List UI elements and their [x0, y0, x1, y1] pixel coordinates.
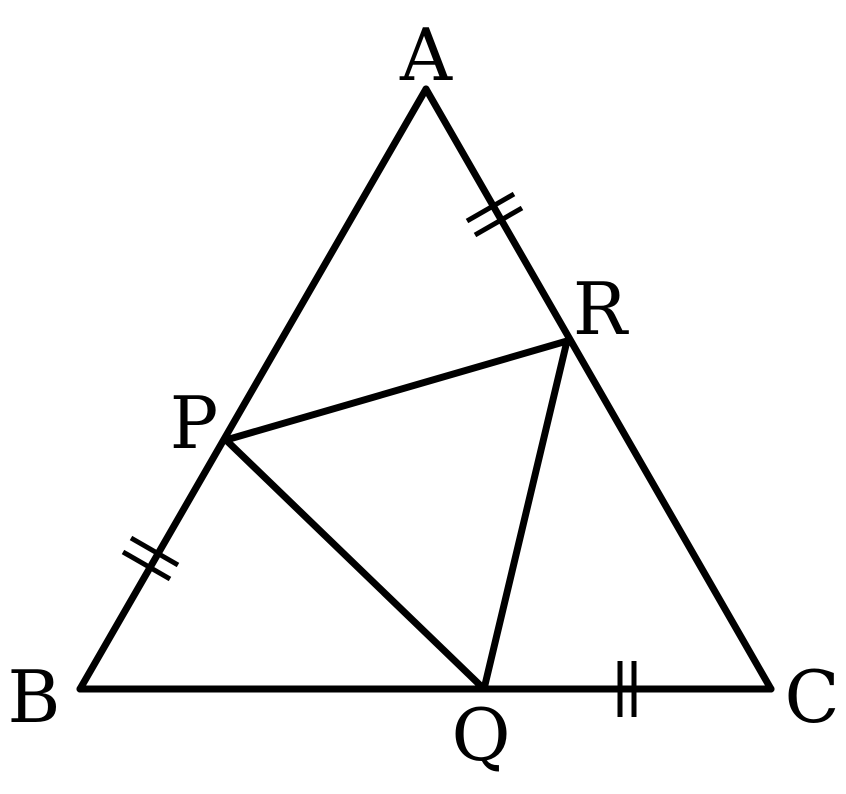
side-ab: [76, 85, 430, 693]
tick-mark-cq: [617, 661, 637, 717]
side-ca: [422, 85, 775, 693]
tick-mark-ar: [465, 191, 524, 238]
segment-qr: [480, 337, 571, 693]
vertex-label-b: B: [8, 655, 61, 739]
segment-rp: [222, 337, 571, 444]
vertex-label-q: Q: [451, 693, 510, 777]
vertex-label-r: R: [573, 267, 629, 351]
tick-mark-bp: [121, 535, 180, 582]
segment-pq: [222, 436, 488, 693]
vertex-label-p: P: [170, 381, 218, 465]
vertex-label-a: A: [399, 13, 453, 97]
vertex-label-c: C: [784, 655, 839, 739]
